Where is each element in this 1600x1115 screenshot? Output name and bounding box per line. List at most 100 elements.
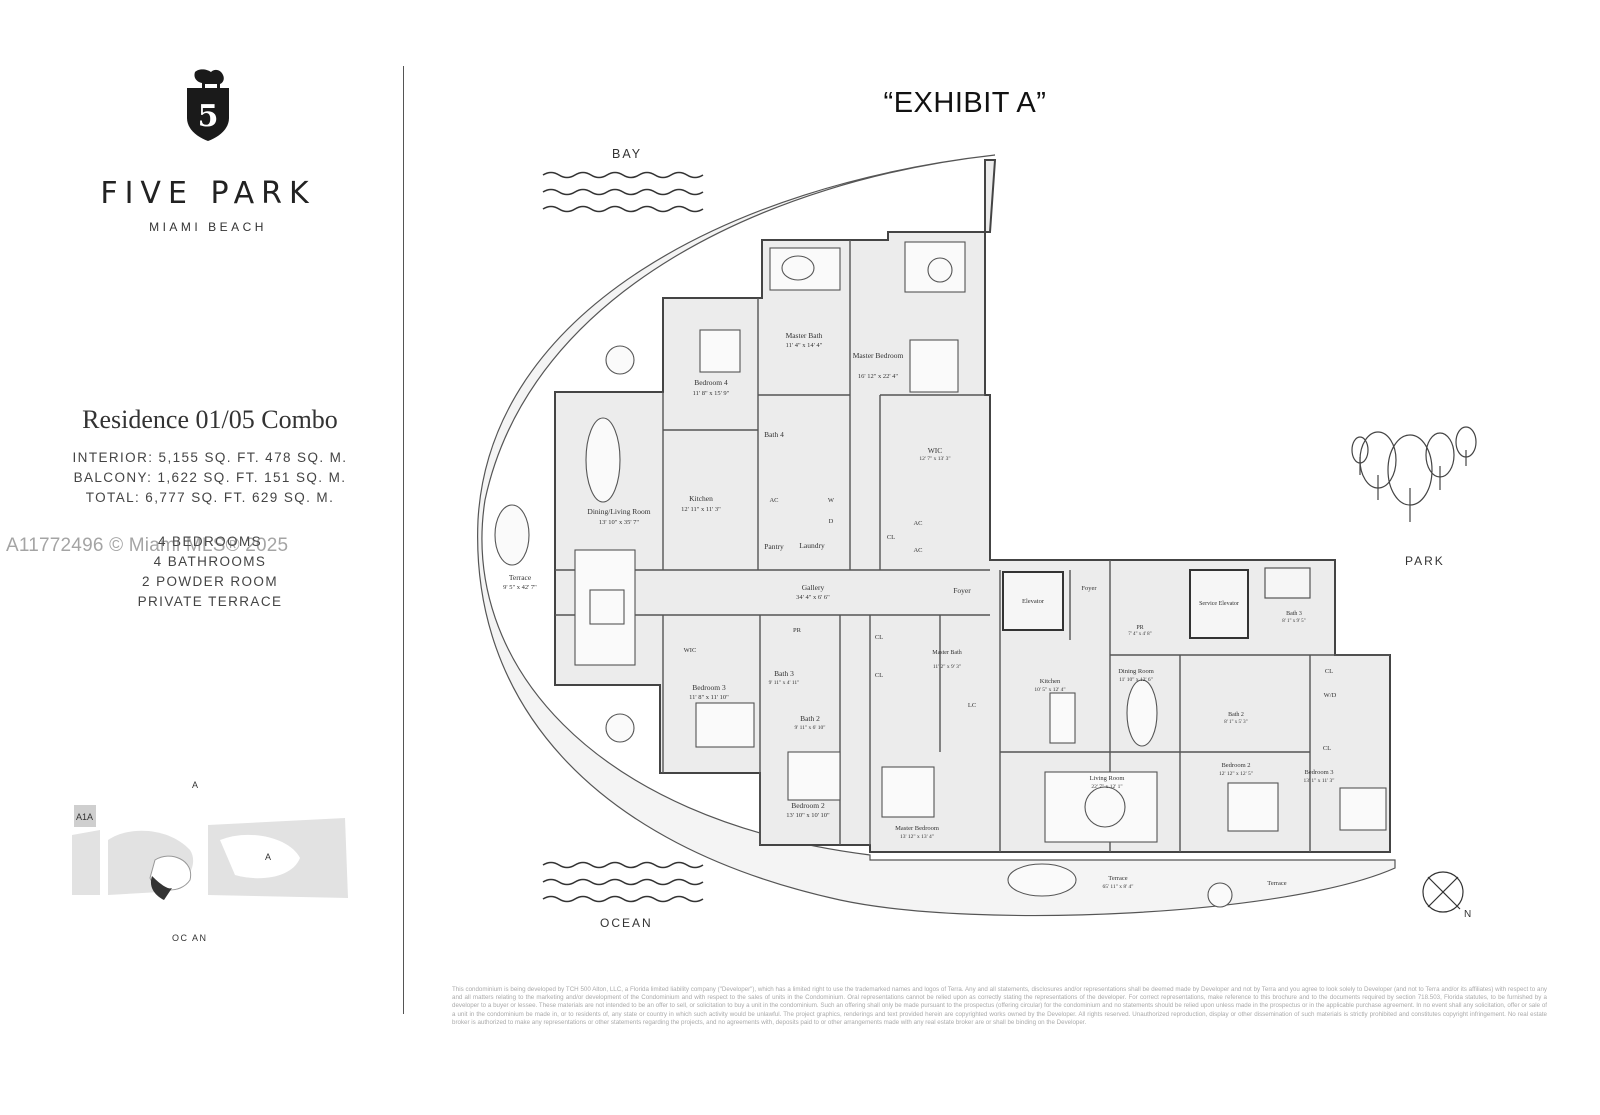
minimap-mid-label: A [265, 852, 271, 862]
service-elevator-box [1189, 569, 1249, 639]
room-master-bath: Master Bath 11' 4" x 14' 4" [786, 331, 823, 349]
furniture [494, 241, 1387, 908]
room-bedroom-2-west: Bedroom 2 13' 10" x 10' 10" [786, 801, 830, 819]
svg-text:CL: CL [875, 634, 883, 641]
room-wic: WIC 12' 7" x 13' 3" [919, 446, 950, 462]
svg-text:Kitchen: Kitchen [689, 494, 713, 503]
svg-text:9' 11" x 4' 11": 9' 11" x 4' 11" [769, 680, 800, 686]
ocean-waves-icon [542, 861, 704, 903]
bay-waves-icon [542, 171, 704, 213]
svg-text:34' 4" x 6' 6": 34' 4" x 6' 6" [796, 594, 830, 601]
room-labels: Master Bath 11' 4" x 14' 4" Master Bedro… [503, 331, 1334, 890]
svg-text:Pantry: Pantry [764, 542, 784, 551]
svg-text:12' 11" x 11' 3": 12' 11" x 11' 3" [681, 506, 721, 513]
svg-text:CL: CL [1323, 745, 1331, 752]
room-master-bedroom: Master Bedroom 16' 12" x 22' 4" [853, 351, 904, 380]
room-dining-living: Dining/Living Room 13' 10" x 35' 7" [587, 507, 650, 526]
room-bedroom-2-east: Bedroom 2 12' 12" x 12' 5" [1219, 762, 1253, 777]
svg-text:Living Room: Living Room [1090, 775, 1125, 782]
svg-text:11' 8" x 15' 9": 11' 8" x 15' 9" [693, 390, 730, 397]
exhibit-title: “EXHIBIT A” [883, 87, 1047, 119]
room-pr-east: PR 7' 4" x 4' 8" [1128, 625, 1151, 637]
shower-box [1264, 567, 1311, 599]
room-bedroom-4: Bedroom 4 11' 8" x 15' 9" [693, 378, 730, 397]
svg-text:Bedroom 4: Bedroom 4 [694, 378, 728, 387]
minimap-top-label: A [192, 780, 198, 790]
floor-plan: BAY OCEAN PARK N [477, 147, 1477, 930]
svg-text:10' 5" x 12' 4": 10' 5" x 12' 4" [1034, 687, 1065, 693]
svg-text:AC: AC [913, 520, 922, 527]
left-panel: 5 FIVE PARK MIAMI BEACH Residence 01/05 … [0, 0, 400, 1115]
svg-text:Bath 3: Bath 3 [774, 669, 794, 678]
room-kitchen-east: Kitchen 10' 5" x 12' 4" [1034, 678, 1065, 693]
mls-watermark: A11772496 © Miami MLS® 2025 [6, 535, 289, 556]
room-terrace-south: Terrace 65' 11" x 8' 4" [1102, 875, 1133, 890]
svg-text:WIC: WIC [928, 446, 943, 455]
bay-label: BAY [612, 147, 642, 161]
svg-text:11' 10" x 12' 6": 11' 10" x 12' 6" [1119, 677, 1153, 683]
svg-text:CL: CL [887, 534, 895, 541]
logo-letter: 5 [198, 99, 219, 134]
minimap-ocean-label: OC AN [172, 933, 208, 943]
room-kitchen: Kitchen 12' 11" x 11' 3" [681, 494, 721, 513]
svg-text:W: W [828, 497, 835, 504]
room-bath-3-west: Bath 3 9' 11" x 4' 11" [769, 669, 800, 686]
svg-text:Master Bedroom: Master Bedroom [853, 351, 904, 360]
svg-text:65' 11" x 8' 4": 65' 11" x 8' 4" [1102, 884, 1133, 890]
private-terrace: PRIVATE TERRACE [137, 594, 283, 609]
svg-text:Terrace: Terrace [509, 573, 532, 582]
svg-text:9' 5" x 42' 7": 9' 5" x 42' 7" [503, 584, 537, 591]
svg-text:CL: CL [875, 672, 883, 679]
room-pantry: Pantry [764, 542, 784, 551]
room-terrace-east: Terrace [1267, 880, 1287, 887]
svg-text:Bath 2: Bath 2 [800, 714, 820, 723]
svg-text:Bedroom 2: Bedroom 2 [791, 801, 825, 810]
svg-text:Foyer: Foyer [953, 586, 971, 595]
ocean-label: OCEAN [600, 916, 653, 930]
svg-text:Master Bedroom: Master Bedroom [895, 825, 939, 832]
svg-text:Bath 3: Bath 3 [1286, 611, 1302, 617]
room-master-bedroom-east: Master Bedroom 13' 12" x 13' 4" [895, 825, 939, 840]
bathroom-count: 4 BATHROOMS [153, 554, 267, 569]
room-bedroom-3-east: Bedroom 3 13' 1" x 11' 3" [1303, 769, 1334, 784]
svg-text:13' 10" x 10' 10": 13' 10" x 10' 10" [786, 812, 830, 819]
svg-text:Bath 2: Bath 2 [1228, 712, 1244, 718]
interior-area: INTERIOR: 5,155 SQ. FT. 478 SQ. M. [72, 450, 348, 465]
brand-location: MIAMI BEACH [149, 220, 267, 234]
svg-text:12' 7" x 13' 3": 12' 7" x 13' 3" [919, 456, 950, 462]
svg-text:WIC: WIC [684, 647, 697, 654]
svg-text:Master Bath: Master Bath [932, 650, 962, 656]
svg-text:22' 7" x 12' 1": 22' 7" x 12' 1" [1091, 784, 1122, 790]
svg-text:8' 1" x 5' 3": 8' 1" x 5' 3" [1224, 720, 1247, 725]
room-master-bath-east: Master Bath 11' 2" x 9' 3" [932, 650, 962, 670]
room-foyer-east: Foyer [1081, 585, 1097, 592]
svg-text:Terrace: Terrace [1267, 880, 1287, 887]
svg-text:Kitchen: Kitchen [1040, 678, 1061, 685]
room-bath-3-east: Bath 3 8' 1" x 9' 5" [1282, 611, 1305, 624]
room-living-east: Living Room 22' 7" x 12' 1" [1090, 775, 1125, 790]
svg-text:Bedroom 3: Bedroom 3 [1304, 769, 1333, 776]
room-dining-east: Dining Room 11' 10" x 12' 6" [1118, 668, 1154, 683]
svg-text:8' 1" x 9' 5": 8' 1" x 9' 5" [1282, 619, 1305, 624]
svg-text:Dining Room: Dining Room [1118, 668, 1154, 675]
bedroom-count: 4 BEDROOMS [157, 534, 263, 549]
room-service-elevator: Service Elevator [1199, 601, 1239, 607]
room-elevator: Elevator [1022, 598, 1045, 605]
svg-text:Service Elevator: Service Elevator [1199, 601, 1239, 607]
north-label: N [1464, 909, 1471, 920]
svg-text:Elevator: Elevator [1022, 598, 1045, 605]
svg-text:13' 1" x 11' 3": 13' 1" x 11' 3" [1303, 778, 1334, 784]
svg-text:13' 12" x 13' 4": 13' 12" x 13' 4" [900, 834, 934, 840]
svg-text:Master Bath: Master Bath [786, 331, 823, 340]
svg-text:D: D [829, 518, 834, 525]
park-label: PARK [1405, 554, 1445, 568]
svg-text:Bath 4: Bath 4 [764, 430, 784, 439]
svg-text:Gallery: Gallery [802, 583, 825, 592]
residence-title: Residence 01/05 Combo [82, 405, 338, 434]
minimap-road-label: A1A [76, 812, 93, 822]
utility-labels: AC AC AC W D CL CL CL CL CL W/D WIC PR L… [684, 497, 1337, 752]
room-foyer-west: Foyer [953, 586, 971, 595]
svg-text:Foyer: Foyer [1081, 585, 1097, 592]
legal-disclaimer: This condominium is being developed by T… [452, 986, 1547, 1026]
room-gallery: Gallery 34' 4" x 6' 6" [796, 583, 830, 601]
